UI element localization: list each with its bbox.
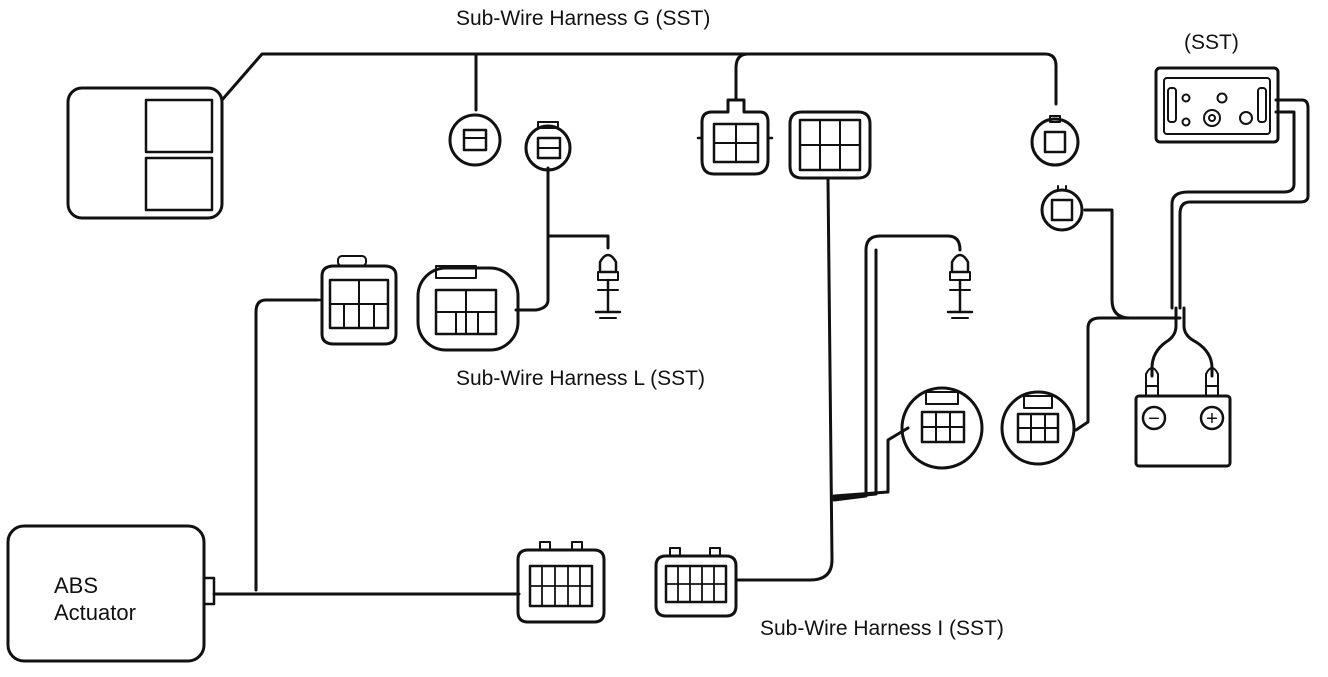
sst-tester-knob-outer	[1203, 109, 1221, 127]
ecu-connector-slot-upper	[144, 98, 214, 154]
sensor-connector-small-round	[1040, 185, 1084, 232]
ecu-block	[66, 86, 224, 220]
harness-l-connector-round	[524, 121, 572, 172]
battery	[1134, 367, 1232, 468]
battery-negative-terminal	[1141, 405, 1167, 431]
harness-g-trunk-wire	[220, 52, 1058, 106]
harness-g-connector-8pin-female	[696, 98, 774, 176]
sst-tester-face	[1163, 77, 1271, 135]
battery-negative-symbol: −	[1148, 408, 1160, 430]
harness-g-connector-round-2	[1030, 115, 1080, 167]
harness-l-wire-a	[546, 166, 610, 250]
harness-i-label: Sub-Wire Harness I (SST)	[760, 617, 1004, 640]
sst-tester-jack-1	[1181, 93, 1191, 103]
sst-lead-wire-1	[1178, 98, 1310, 310]
battery-clip-positive	[1205, 367, 1219, 387]
abs-actuator-label: ABS Actuator	[54, 572, 136, 626]
harness-l-label: Sub-Wire Harness L (SST)	[456, 367, 705, 390]
abs-actuator	[6, 524, 216, 663]
sst-tester-knob-inner	[1208, 114, 1216, 122]
battery-lead-negative	[1150, 306, 1178, 378]
sst-tester-jack-2	[1181, 117, 1191, 127]
battery-positive-symbol: +	[1206, 408, 1218, 430]
harness-i-connector-10pin	[654, 547, 738, 618]
sst-tester	[1154, 66, 1280, 144]
sst-tester-right-slot	[1257, 87, 1267, 123]
harness-i-connector-6pin-top	[788, 110, 872, 180]
harness-g-connector-round-1	[448, 113, 502, 167]
battery-clip-negative	[1145, 367, 1159, 387]
wires	[212, 52, 1310, 596]
battery-lead-positive	[1182, 306, 1214, 378]
sst-tester-left-slot	[1167, 87, 1177, 123]
ground-lug-harness-i	[946, 253, 974, 319]
actuator-side-connector-10pin	[516, 541, 606, 624]
battery-body	[1134, 394, 1232, 468]
harness-i-vertical-wire	[734, 178, 834, 582]
sst-tester-jack-3	[1216, 92, 1228, 104]
harness-g-branch-wire-2	[734, 52, 750, 102]
battery-negative-post	[1145, 385, 1159, 397]
harness-i-connector-round-a	[900, 386, 984, 470]
sst-lead-wire-2	[1170, 110, 1296, 310]
harness-i-branch-wire-a	[832, 248, 878, 500]
ground-lug-harness-l	[594, 253, 622, 319]
abs-vertical-wire	[254, 298, 319, 592]
abs-actuator-label-line1: ABS	[54, 573, 99, 598]
sensor-feed-wire	[1083, 208, 1132, 320]
sst-tester-label: (SST)	[1184, 31, 1239, 54]
battery-positive-post	[1205, 385, 1219, 397]
ecu-connector-slot-lower	[144, 156, 214, 212]
harness-i-branch-wire-b	[832, 426, 910, 498]
harness-l-wire-b	[514, 234, 550, 312]
harness-i-connector-round-b	[1000, 390, 1076, 466]
abs-actuator-port	[202, 576, 216, 606]
harness-l-connector-large	[416, 265, 520, 352]
ecu-body	[66, 86, 224, 220]
actuator-side-connector-6pin	[316, 255, 398, 346]
battery-positive-terminal	[1199, 405, 1225, 431]
battery-ground-wire	[1074, 316, 1182, 432]
abs-actuator-label-line2: Actuator	[54, 600, 136, 625]
sst-tester-jack-4	[1239, 111, 1253, 125]
sst-tester-body	[1154, 66, 1280, 144]
harness-i-loop-wire	[832, 234, 962, 502]
harness-g-label: Sub-Wire Harness G (SST)	[456, 7, 711, 30]
